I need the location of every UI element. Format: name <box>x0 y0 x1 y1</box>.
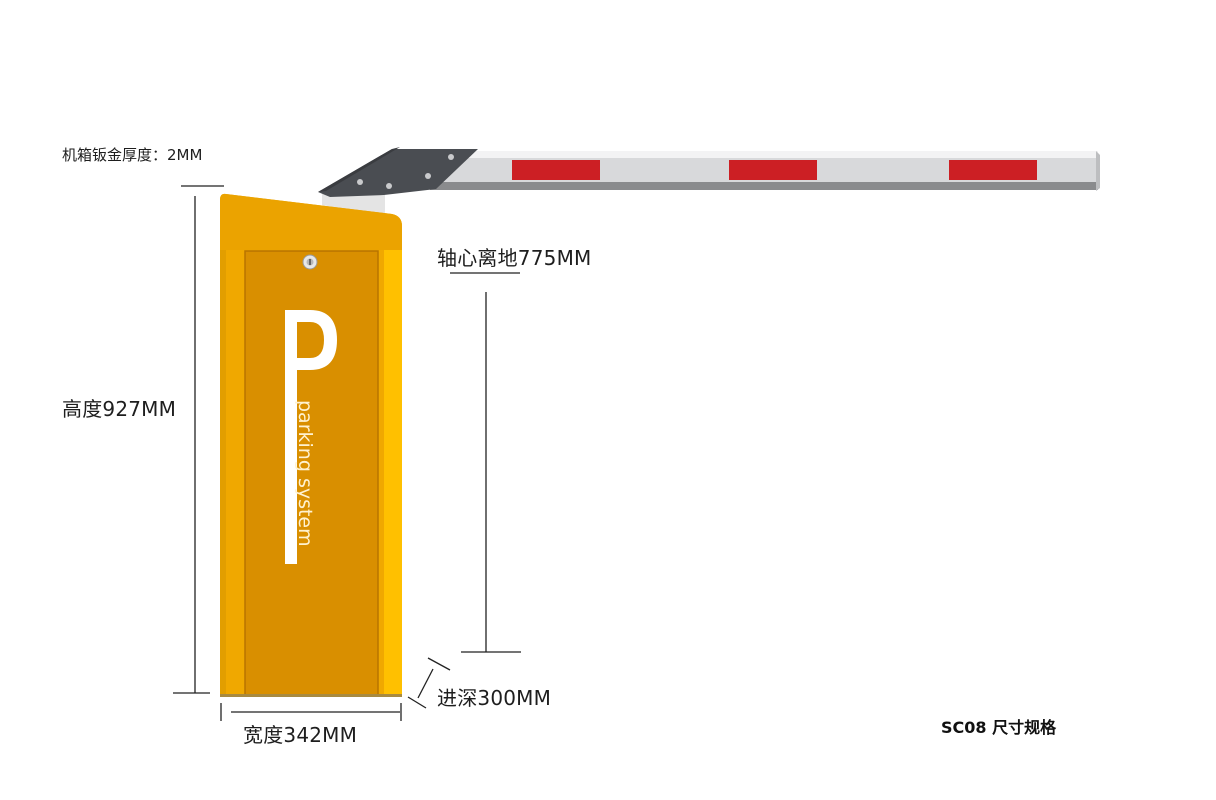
height-label: 高度927MM <box>62 397 177 421</box>
parking-p-logo-icon <box>285 310 337 564</box>
cabinet-text: parking system <box>294 400 316 547</box>
dimension-lines <box>173 185 521 721</box>
cabinet-door <box>244 250 379 697</box>
sheet-thickness-label: 机箱钣金厚度：2MM <box>62 146 203 164</box>
boom-stripe-2 <box>729 160 817 180</box>
axis-height-label: 轴心离地775MM <box>437 246 592 270</box>
cabinet <box>220 193 402 697</box>
lock-icon <box>302 254 318 270</box>
boom-bracket <box>318 147 478 197</box>
boom-stripe-1 <box>512 160 600 180</box>
width-label: 宽度342MM <box>243 723 358 747</box>
depth-label: 进深300MM <box>437 686 552 710</box>
boom-arm <box>430 151 1100 191</box>
diagram-title: SC08 尺寸规格 <box>941 718 1057 737</box>
boom-stripe-3 <box>949 160 1037 180</box>
